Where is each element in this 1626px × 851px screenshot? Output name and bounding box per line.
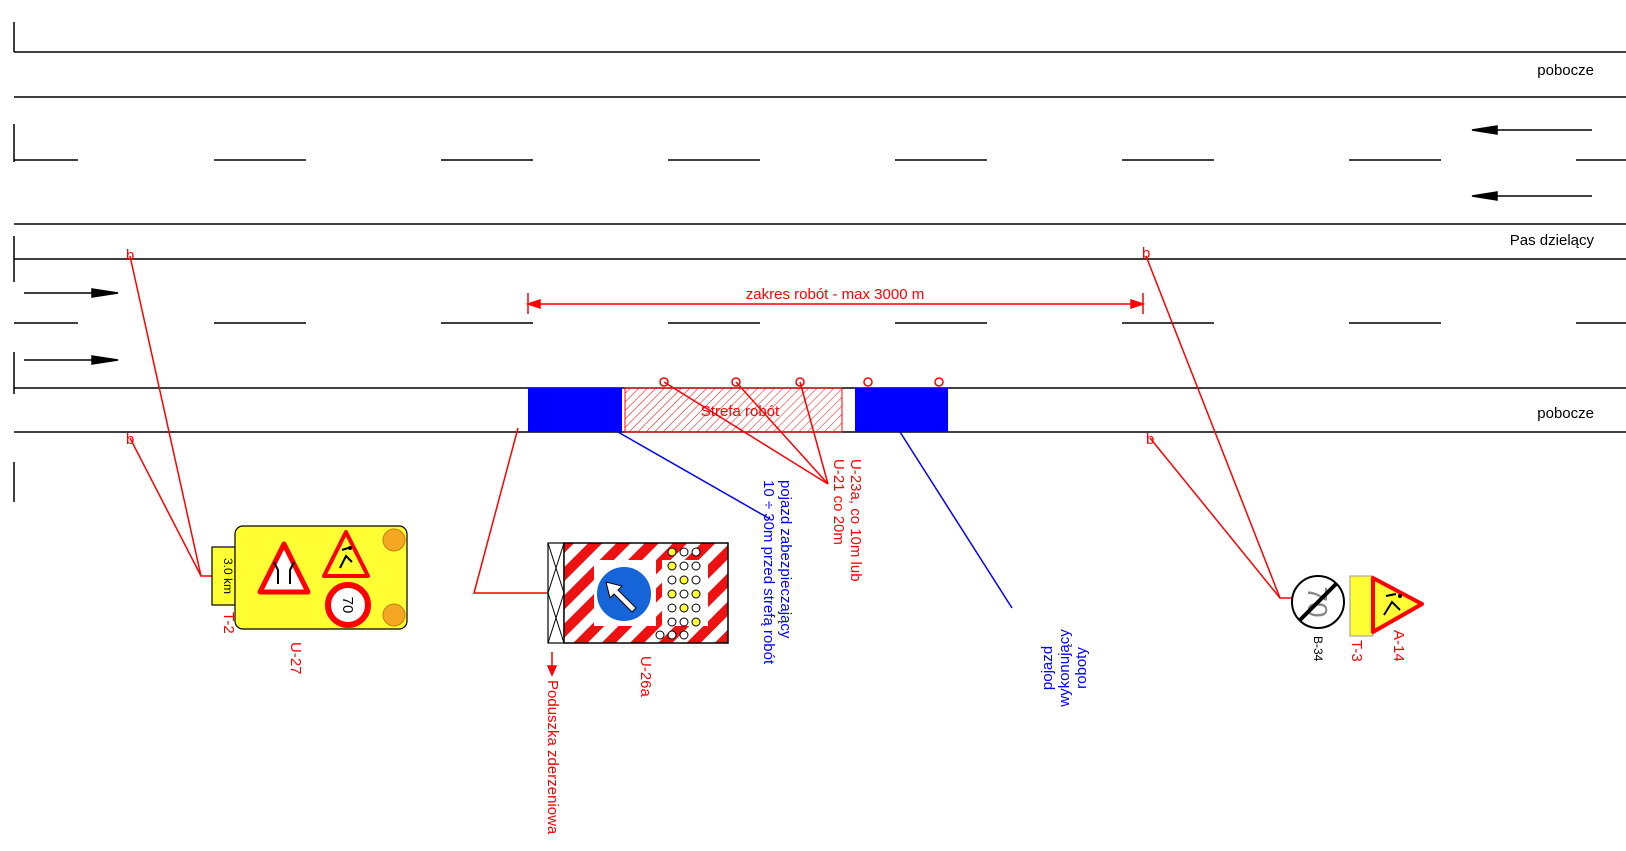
svg-text:U-23a, co 10m lub: U-23a, co 10m lub — [847, 459, 864, 582]
svg-text:A-14: A-14 — [1390, 630, 1407, 662]
sign-t3-label: T-3 — [1348, 640, 1365, 662]
direction-arrows — [24, 125, 1592, 365]
work-vehicle-note: pojazd wykonujący roboty — [1039, 629, 1090, 708]
work-range-label: zakres robót - max 3000 m — [746, 286, 924, 303]
sign-u27-board: 3.0 km 70 — [211, 525, 408, 630]
svg-text:U-26a: U-26a — [637, 656, 654, 698]
sign-u26a-label: U-26a — [637, 656, 654, 698]
arrow-right-icon — [24, 288, 119, 298]
keep-left-sign-icon — [595, 565, 653, 623]
sign-u27-label: U-27 — [287, 642, 304, 675]
warning-light-icon — [382, 603, 406, 627]
work-range-dimension — [525, 293, 1146, 314]
cushion-arrow-icon — [546, 652, 558, 677]
svg-text:T-3: T-3 — [1348, 640, 1365, 662]
svg-text:pojazd zabezpieczający: pojazd zabezpieczający — [777, 480, 794, 639]
sign-u26a-board — [547, 542, 729, 644]
road-narrows-sign-icon — [257, 541, 311, 595]
marker-b: b — [1142, 245, 1150, 262]
svg-text:Poduszka zderzeniowa: Poduszka zderzeniowa — [544, 680, 561, 835]
svg-text:wykonujący: wykonujący — [1056, 629, 1073, 708]
warning-lights — [655, 547, 701, 640]
speed-limit-sign-icon: 70 — [325, 582, 371, 628]
work-zone-label: Strefa robót — [701, 403, 780, 420]
cones — [659, 377, 944, 387]
protection-vehicle-note: pojazd zabezpieczający 10 ÷ 30m przed st… — [760, 480, 794, 665]
cones-note: U-23a, co 10m lub U-21 co 20m — [830, 459, 864, 582]
svg-text:U-27: U-27 — [287, 642, 304, 675]
sign-t3 — [1349, 575, 1374, 637]
arrow-left-icon — [1471, 191, 1592, 201]
svg-text:pojazd: pojazd — [1039, 646, 1056, 690]
marker-b: b — [1146, 431, 1154, 448]
protection-vehicle — [528, 388, 622, 432]
sign-a14-roadworks-icon — [1371, 576, 1424, 634]
leader-lines-blue — [617, 431, 1013, 609]
svg-text:70: 70 — [339, 597, 356, 614]
marker-b: b — [126, 247, 134, 264]
sign-t2-text: 3.0 km — [221, 558, 235, 594]
cushion-label: Poduszka zderzeniowa — [544, 680, 561, 835]
warning-light-icon — [382, 528, 406, 552]
svg-text:10 ÷ 30m przed strefą robót: 10 ÷ 30m przed strefą robót — [760, 480, 777, 665]
arrow-right-icon — [24, 355, 119, 365]
label-shoulder-top: pobocze — [1537, 62, 1594, 79]
svg-text:T-2: T-2 — [220, 612, 237, 634]
cone-icon — [863, 377, 873, 387]
sign-a14-label: A-14 — [1390, 630, 1407, 662]
svg-text:roboty: roboty — [1073, 647, 1090, 689]
arrow-left-icon — [1471, 125, 1592, 135]
roadworks-sign-icon — [322, 530, 370, 578]
sign-t2-label: T-2 — [220, 612, 237, 634]
svg-text:B-34: B-34 — [1311, 636, 1325, 662]
work-vehicle — [855, 388, 948, 432]
sign-b34-label: B-34 — [1311, 636, 1325, 662]
label-divider: Pas dzielący — [1510, 232, 1595, 249]
label-shoulder-bottom: pobocze — [1537, 405, 1594, 422]
svg-text:U-21 co 20m: U-21 co 20m — [830, 459, 847, 545]
sign-b34-end-limit: 70 — [1291, 575, 1345, 629]
cone-icon — [934, 377, 944, 387]
crash-cushion — [547, 542, 565, 644]
